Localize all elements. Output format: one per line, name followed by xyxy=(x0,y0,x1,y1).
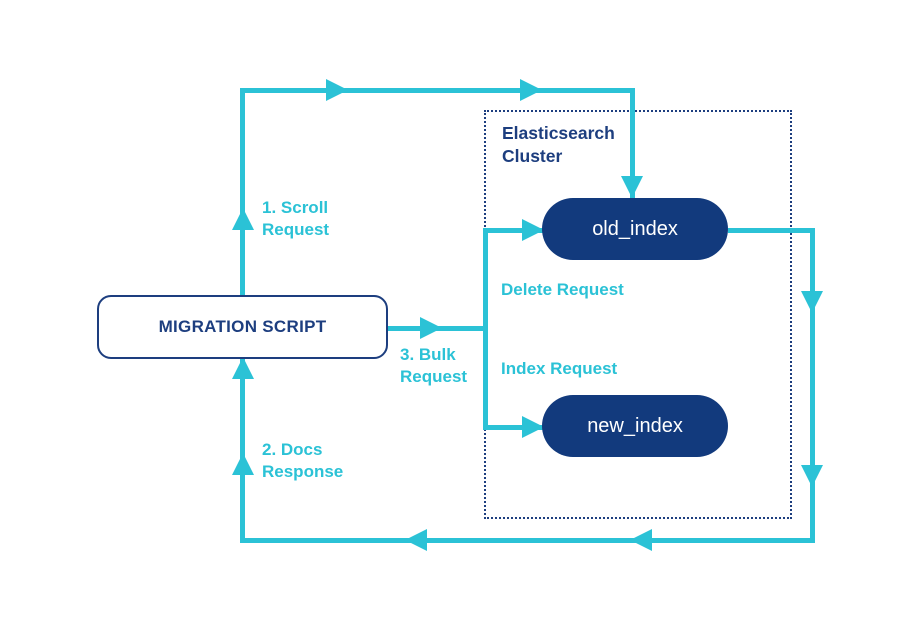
elasticsearch-cluster-boundary xyxy=(484,110,792,519)
bulk-edge-horizontal-line xyxy=(387,326,487,331)
index-request-label: Index Request xyxy=(501,358,617,380)
docs-edge-right-line xyxy=(728,228,815,233)
delete-request-label: Delete Request xyxy=(501,279,624,301)
migration-script-node: MIGRATION SCRIPT xyxy=(97,295,388,359)
cluster-title-line2: Cluster xyxy=(502,146,563,166)
migration-script-label: MIGRATION SCRIPT xyxy=(158,317,327,336)
scroll-edge-down-line xyxy=(630,88,635,200)
scroll-request-label-line2: Request xyxy=(262,220,330,239)
docs-response-label-line1: 2. Docs xyxy=(262,440,323,459)
bulk-edge-old-arm-line xyxy=(483,228,543,233)
scroll-edge-top-line xyxy=(240,88,635,93)
bulk-edge-new-arm-line xyxy=(483,425,543,430)
docs-edge-up-line xyxy=(240,358,245,543)
docs-edge-down-line xyxy=(810,228,815,543)
delete-request-label-text: Delete Request xyxy=(501,280,624,299)
old-index-label: old_index xyxy=(592,217,678,240)
bulk-request-label: 3. Bulk Request xyxy=(400,344,467,388)
docs-response-label-line2: Response xyxy=(262,462,344,481)
index-request-label-text: Index Request xyxy=(501,359,618,378)
docs-response-label: 2. Docs Response xyxy=(262,439,343,483)
old-index-node: old_index xyxy=(542,198,728,260)
bulk-request-label-line2: Request xyxy=(400,367,468,386)
cluster-title-line1: Elasticsearch xyxy=(502,123,615,143)
bulk-request-label-line1: 3. Bulk xyxy=(400,345,456,364)
scroll-edge-vertical-line xyxy=(240,88,245,297)
new-index-label: new_index xyxy=(587,414,683,437)
bulk-edge-split-line xyxy=(483,228,488,430)
scroll-request-label: 1. Scroll Request xyxy=(262,197,329,241)
scroll-request-label-line1: 1. Scroll xyxy=(262,198,329,217)
new-index-node: new_index xyxy=(542,395,728,457)
docs-edge-bottom-line xyxy=(240,538,815,543)
elasticsearch-cluster-title: Elasticsearch Cluster xyxy=(502,122,615,168)
